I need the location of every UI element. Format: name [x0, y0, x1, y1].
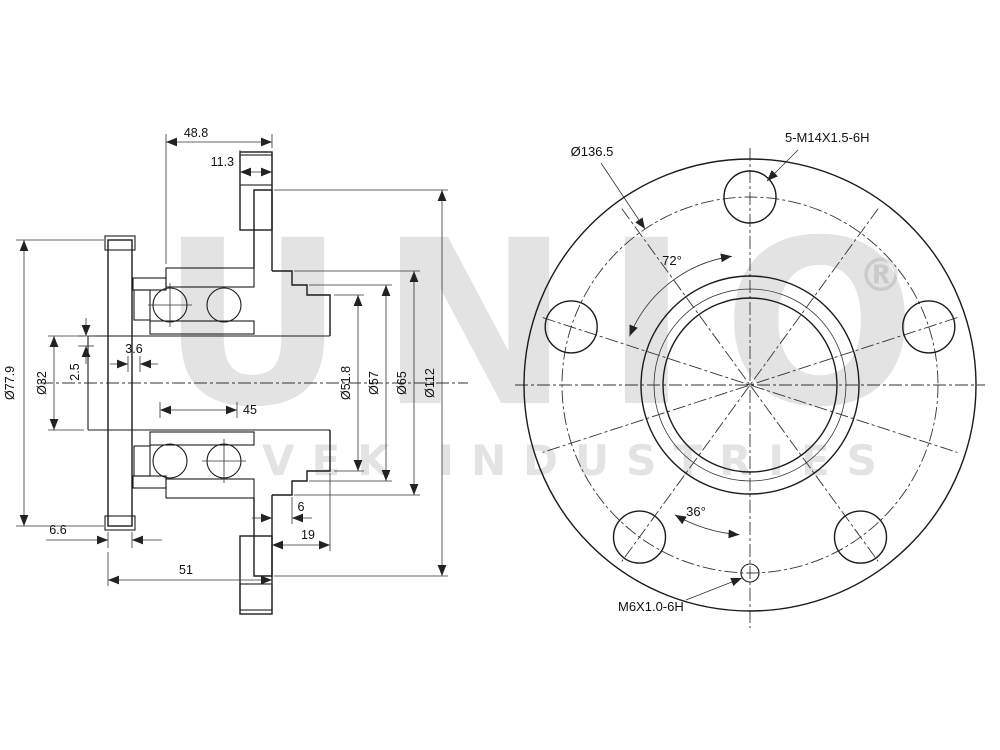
- section-view: 48.8 11.3 Ø77.9 Ø32: [3, 126, 468, 615]
- seal-housing-top: [132, 277, 167, 291]
- section-dimensions: 48.8 11.3 Ø77.9 Ø32: [3, 126, 448, 586]
- small-hole-label: M6X1.0-6H: [618, 599, 684, 614]
- bolt-hole-top: [723, 170, 777, 224]
- watermark-brand: UNIO: [160, 191, 951, 457]
- hub-ring-mid: [653, 288, 847, 482]
- bolt-thread-bottom: [239, 583, 273, 611]
- bolt-circle-dia-label: Ø136.5: [571, 144, 614, 159]
- dim-flange-od: Ø112: [423, 368, 437, 398]
- bolt-holes: [544, 170, 956, 564]
- seal-bottom: [133, 445, 151, 477]
- bolt-hole-lower-right: [833, 510, 888, 564]
- dim-pilot-len: 19: [301, 528, 315, 542]
- flange-outer-circle: [523, 158, 977, 612]
- bolt-boss-top: [239, 151, 273, 231]
- dim-bore-len: 45: [243, 403, 257, 417]
- dim-width-stub: 11.3: [211, 155, 234, 169]
- angle-annotations: 72° 36°: [629, 253, 740, 539]
- dim-gap: 3.6: [125, 342, 142, 356]
- outer-race-top: [165, 267, 255, 288]
- bolt-circle: [561, 196, 939, 574]
- inner-race-top: [149, 320, 255, 335]
- bolt-spec-label: 5-M14X1.5-6H: [785, 130, 870, 145]
- seal-top: [133, 289, 151, 321]
- dim-plate-thk: 6.6: [49, 523, 66, 537]
- bolt-hole-lower-left: [612, 510, 667, 564]
- axle-plate: [107, 239, 133, 527]
- plate-bottom-cap: [104, 515, 136, 531]
- dim-step: 2.5: [68, 363, 82, 380]
- dim-plate-od: Ø77.9: [3, 366, 17, 400]
- dim-width-total: 48.8: [184, 126, 208, 140]
- angle-36-label: 36°: [686, 504, 706, 519]
- ball-bottom-left: [152, 443, 188, 479]
- bolt-hole-upper-right: [902, 300, 956, 354]
- section-geometry: [87, 151, 331, 615]
- bolt-boss-bottom: [239, 535, 273, 615]
- dim-bore: Ø32: [35, 371, 49, 395]
- dim-pilot3: Ø65: [395, 371, 409, 395]
- callouts: Ø136.5 5-M14X1.5-6H M6X1.0-6H: [571, 130, 870, 614]
- dim-step-len: 6: [298, 500, 305, 514]
- hub-ring-outer: [640, 275, 860, 495]
- bolt-thread-top: [239, 154, 273, 186]
- dim-pilot2: Ø57: [367, 371, 381, 395]
- seal-housing-bottom: [132, 475, 167, 489]
- bolt-hole-upper-left: [544, 300, 598, 354]
- service-hole: [740, 563, 760, 583]
- inner-race-bottom: [149, 431, 255, 446]
- watermark-registered-icon: ®: [858, 248, 904, 302]
- ball-top-right: [206, 287, 242, 323]
- pilot-steps-top: [272, 270, 331, 336]
- plate-top-cap: [104, 235, 136, 251]
- angle-72-label: 72°: [662, 253, 682, 268]
- front-view: 72° 36° Ø136.5 5-M14X1.5-6H M6X1.0-6H: [515, 130, 985, 628]
- pilot-steps-bottom: [272, 430, 331, 496]
- hub-bore-circle: [662, 297, 838, 473]
- dim-total-len: 51: [179, 563, 193, 577]
- outer-race-bottom: [165, 478, 255, 499]
- dim-pilot1: Ø51.8: [339, 366, 353, 400]
